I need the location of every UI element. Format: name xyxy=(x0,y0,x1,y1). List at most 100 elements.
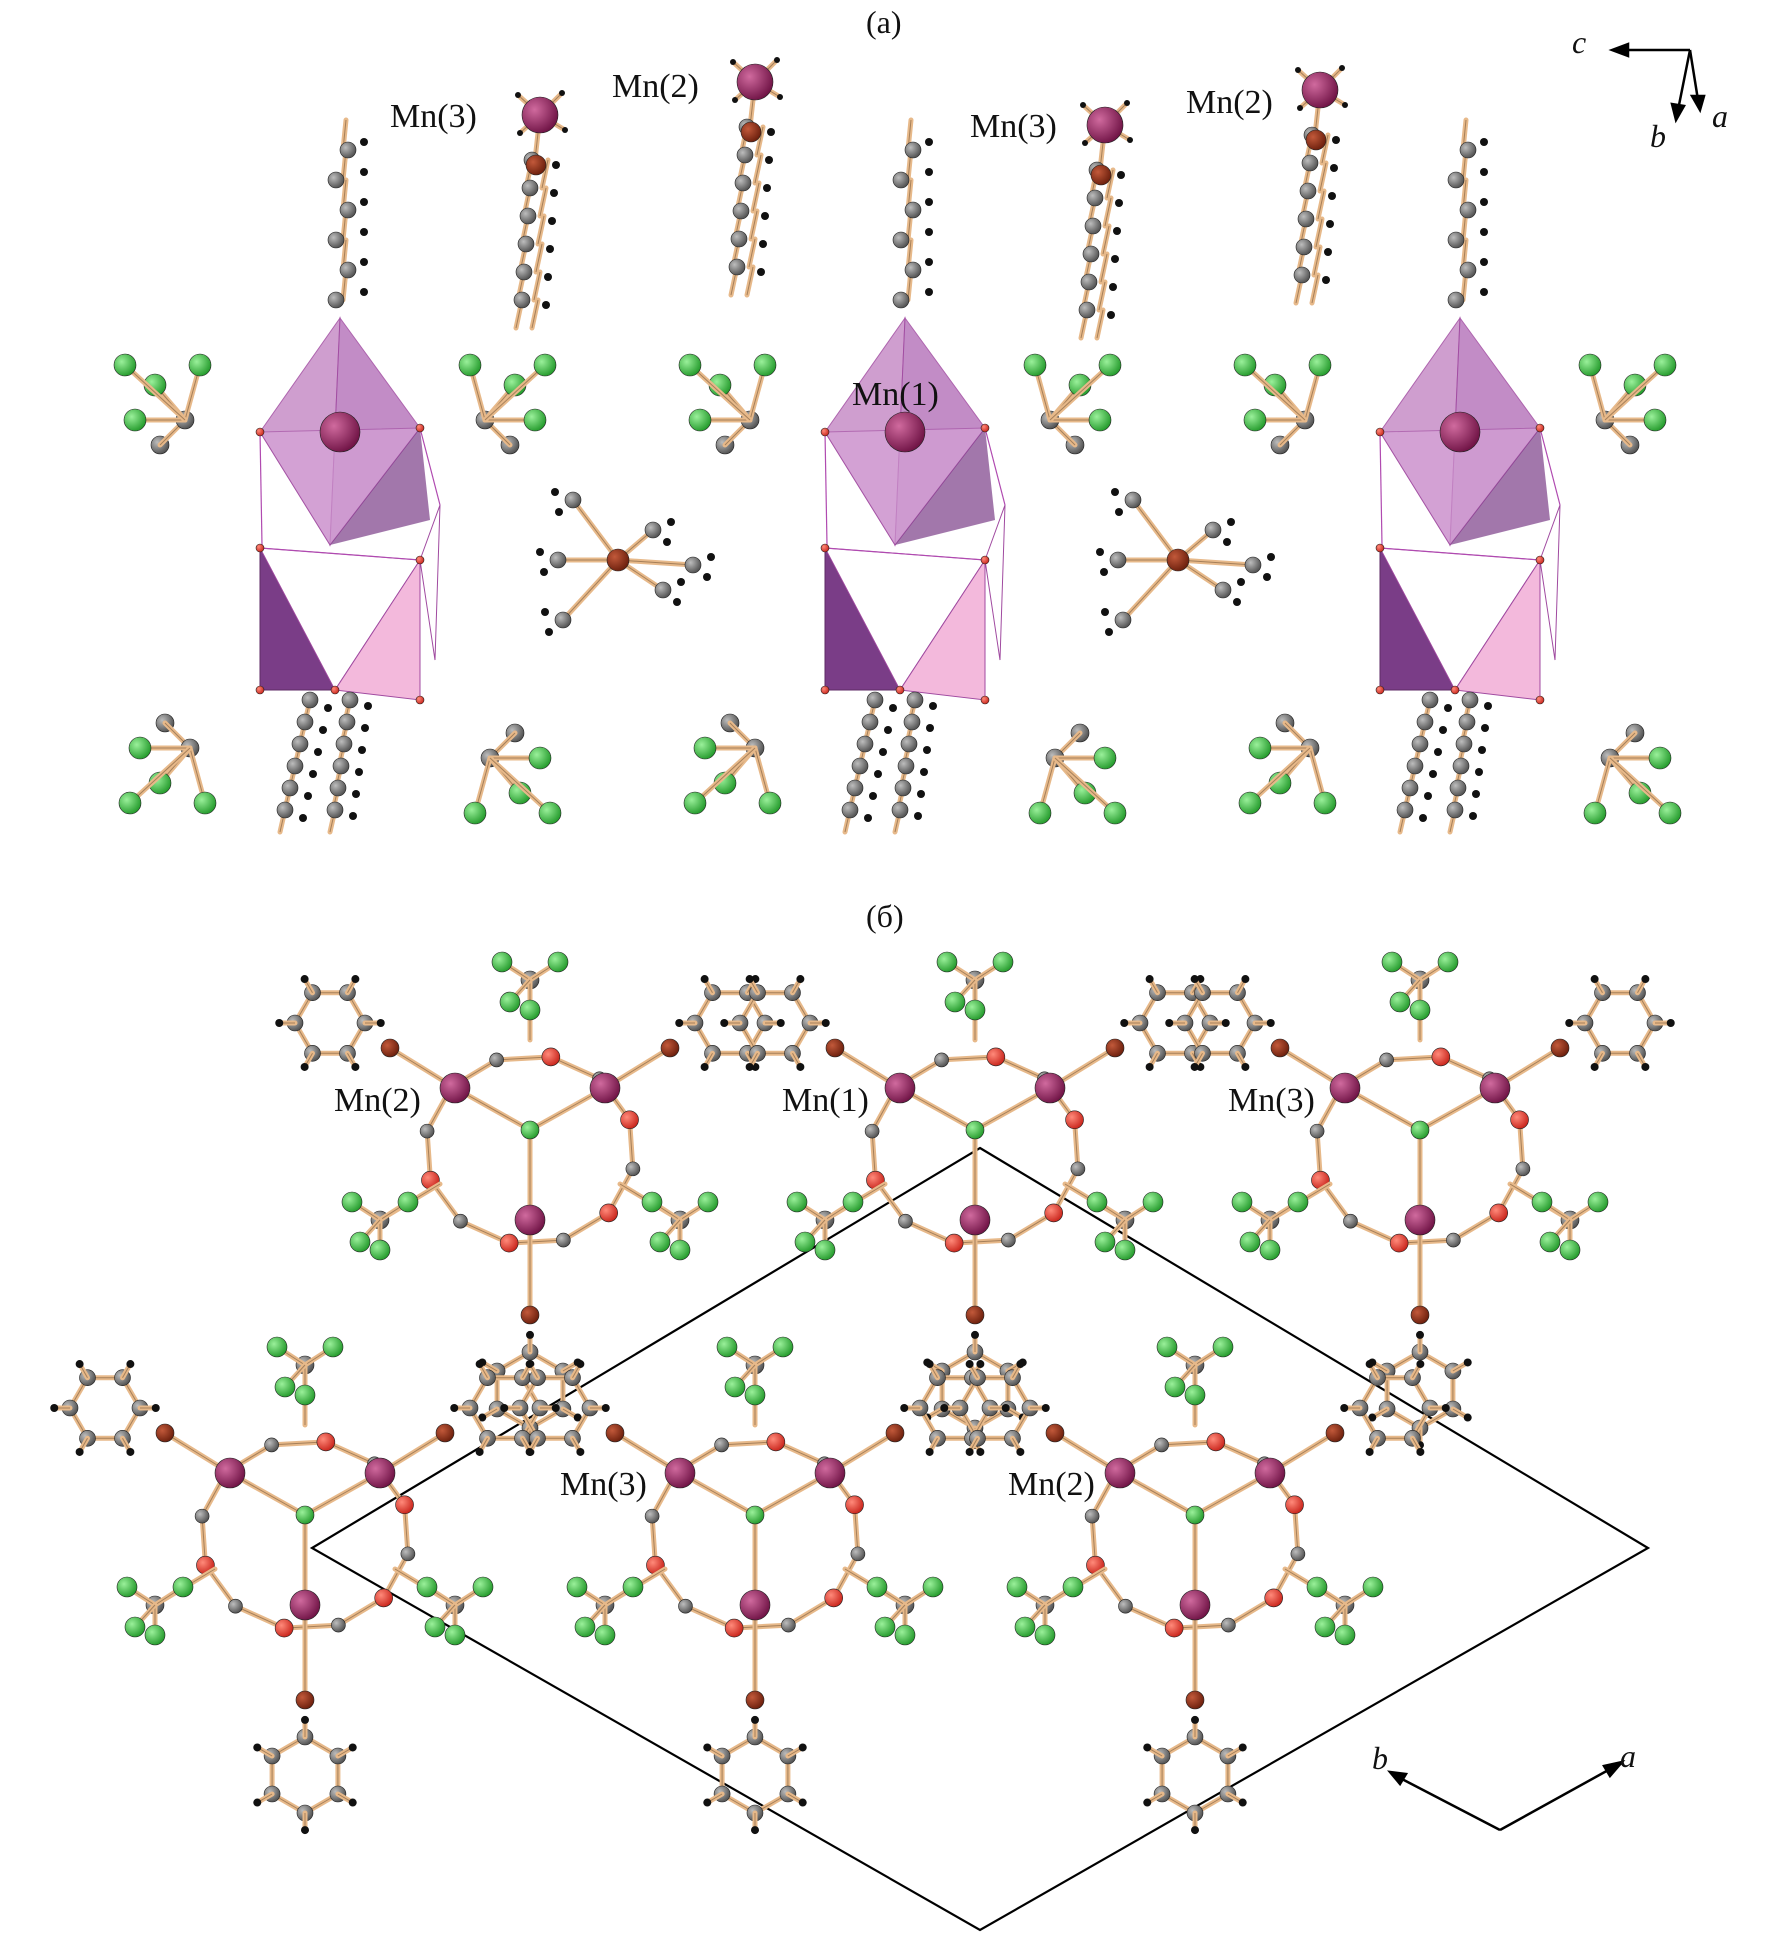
hydrogen-atom xyxy=(884,726,892,734)
hydrogen-atom xyxy=(1480,228,1488,236)
hydrogen-atom xyxy=(526,1330,534,1339)
stacked-aromatic-ligand xyxy=(728,57,783,298)
hydrogen-atom xyxy=(777,94,783,100)
fluorine-atom xyxy=(193,791,217,815)
hydrogen-atom xyxy=(1016,1447,1025,1456)
hydrogen-atom xyxy=(1145,1062,1154,1071)
nitrogen-atom xyxy=(520,1305,540,1325)
hydrogen-atom xyxy=(798,1743,807,1752)
oxygen-atom xyxy=(1164,1618,1184,1638)
hydrogen-atom xyxy=(925,1447,934,1456)
hydrogen-atom xyxy=(1342,102,1348,108)
nitrogen-atom xyxy=(1105,1038,1125,1058)
atom-label-mn2-b1: Mn(2) xyxy=(334,1082,421,1119)
fluorine-atom xyxy=(1014,1616,1036,1638)
carbon-atom xyxy=(1084,217,1102,235)
hydrogen-atom xyxy=(550,189,558,197)
oxygen-atom xyxy=(766,1432,786,1452)
fluorine-atom xyxy=(116,1576,138,1598)
hydrogen-atom xyxy=(1227,518,1235,526)
fluorine-atom xyxy=(936,951,958,973)
hydrogen-atom xyxy=(314,748,322,756)
hydrogen-atom xyxy=(929,702,937,710)
hydrogen-atom xyxy=(1101,608,1109,616)
hydrogen-atom xyxy=(923,746,931,754)
hydrogen-atom xyxy=(151,1404,160,1412)
hydrogen-atom xyxy=(889,704,897,712)
fluorine-atom xyxy=(144,1624,166,1646)
fluorine-atom xyxy=(1062,1576,1084,1598)
fluorine-atom xyxy=(1389,991,1411,1013)
hydrogen-atom xyxy=(1439,726,1447,734)
hydrogen-atom xyxy=(1472,790,1480,798)
carbon-atom xyxy=(1447,291,1465,309)
hydrogen-atom xyxy=(1416,1447,1425,1456)
hydrogen-atom xyxy=(1475,768,1483,776)
oxygen-atom xyxy=(374,1588,393,1608)
hydrogen-atom xyxy=(745,975,754,984)
oxygen-atom xyxy=(1264,1588,1283,1608)
hydrogen-atom xyxy=(700,1062,709,1071)
hydrogen-atom xyxy=(1238,1743,1247,1752)
fluorine-atom xyxy=(594,1624,616,1646)
hydrogen-atom xyxy=(1237,578,1245,586)
hydrogen-atom xyxy=(360,168,368,176)
carbon-atom xyxy=(1515,1161,1531,1177)
fluorine-atom xyxy=(842,1191,864,1213)
hydrogen-atom xyxy=(555,508,563,516)
hydrogen-atom xyxy=(301,1826,309,1835)
carbon-atom xyxy=(904,141,922,159)
oxygen-atom xyxy=(1489,1203,1508,1223)
hydrogen-atom xyxy=(703,573,711,581)
carbon-atom xyxy=(1082,245,1100,263)
hydrogen-atom xyxy=(559,90,565,96)
carbon-atom xyxy=(194,1508,210,1524)
oxygen-atom xyxy=(1450,685,1460,695)
fluorine-atom xyxy=(341,1191,363,1213)
hydrogen-atom xyxy=(1365,1360,1374,1369)
hydrogen-atom xyxy=(1480,168,1488,176)
hydrogen-atom xyxy=(730,59,736,65)
hydrogen-atom xyxy=(1480,288,1488,296)
hydrogen-atom xyxy=(475,1447,484,1456)
fluorine-atom xyxy=(113,353,137,377)
fluorine-atom xyxy=(697,1191,719,1213)
hydrogen-atom xyxy=(1365,1447,1374,1456)
carbon-atom xyxy=(1293,266,1311,284)
carbon-atom xyxy=(1396,801,1414,819)
hydrogen-atom xyxy=(1233,598,1241,606)
manganese-atom xyxy=(1254,1457,1286,1489)
fluorine-atom xyxy=(1308,353,1332,377)
hydrogen-atom xyxy=(1115,508,1123,516)
carbon-atom xyxy=(781,1617,796,1633)
hydrogen-atom xyxy=(965,1447,974,1456)
fluorine-atom xyxy=(1142,1191,1164,1213)
fluorine-atom xyxy=(874,1616,896,1638)
carbon-atom xyxy=(736,146,754,164)
hydrogen-atom xyxy=(976,1360,985,1369)
carbon-atom xyxy=(329,779,347,797)
hydrogen-atom xyxy=(1444,704,1452,712)
carbon-atom xyxy=(892,231,910,249)
hydrogen-atom xyxy=(376,1019,385,1027)
hydrogen-atom xyxy=(1484,702,1492,710)
oxygen-atom xyxy=(980,695,990,705)
manganese-atom xyxy=(884,1072,916,1104)
carbon-atom xyxy=(338,713,356,731)
hydrogen-atom xyxy=(1429,770,1437,778)
carbon-atom xyxy=(678,1598,693,1614)
hydrogen-atom xyxy=(364,702,372,710)
carbon-atom xyxy=(339,261,357,279)
hydrogen-atom xyxy=(774,57,780,63)
carbon-atom xyxy=(1084,1508,1100,1524)
nitrogen-atom xyxy=(606,548,630,572)
carbon-atom xyxy=(892,171,910,189)
carbon-atom xyxy=(897,757,915,775)
carbon-atom xyxy=(264,1437,279,1453)
nitrogen-atom xyxy=(1305,129,1327,151)
hydrogen-atom xyxy=(1191,1715,1199,1724)
octahedron-face xyxy=(895,428,995,545)
fluorine-atom xyxy=(1239,1231,1261,1253)
hydrogen-atom xyxy=(1590,975,1599,984)
fluorine-atom xyxy=(1212,1336,1234,1358)
